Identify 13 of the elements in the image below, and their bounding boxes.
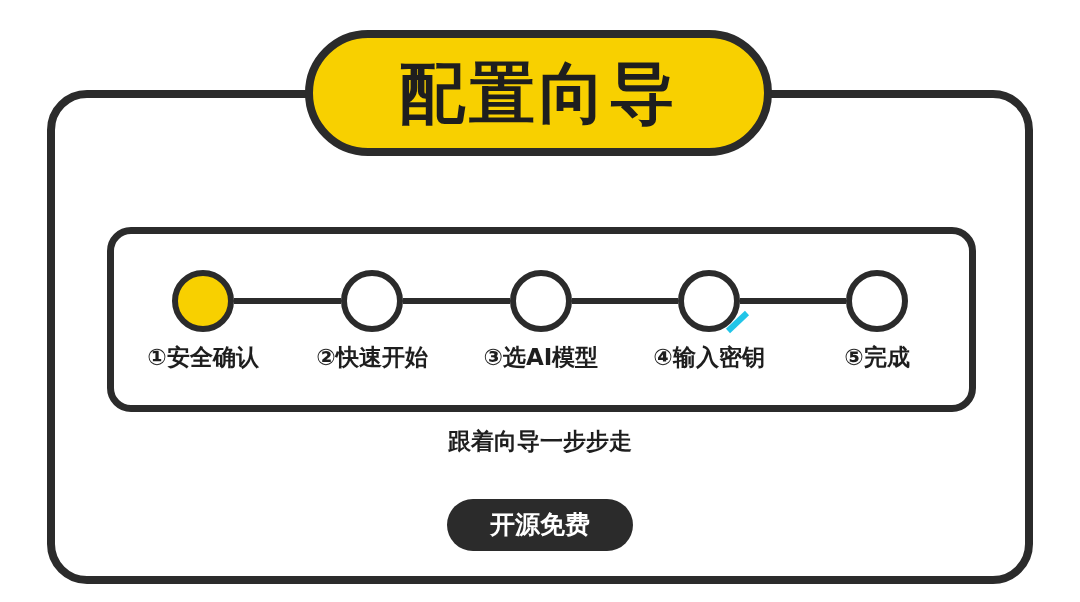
- title-pill: 配置向导: [305, 30, 772, 156]
- connector-line: [403, 298, 510, 304]
- step-label: ④输入密钥: [653, 343, 765, 372]
- step-label: ③选AI模型: [483, 343, 599, 372]
- stepper-panel: [107, 227, 976, 412]
- connector-line: [740, 298, 846, 304]
- step-label: ①安全确认: [147, 343, 259, 372]
- step-label: ⑤完成: [844, 343, 910, 372]
- connector-line: [234, 298, 341, 304]
- subtitle-text: 跟着向导一步步走: [448, 427, 632, 456]
- connector-line: [572, 298, 678, 304]
- step-label: ②快速开始: [316, 343, 428, 372]
- tag-pill: 开源免费: [447, 499, 633, 551]
